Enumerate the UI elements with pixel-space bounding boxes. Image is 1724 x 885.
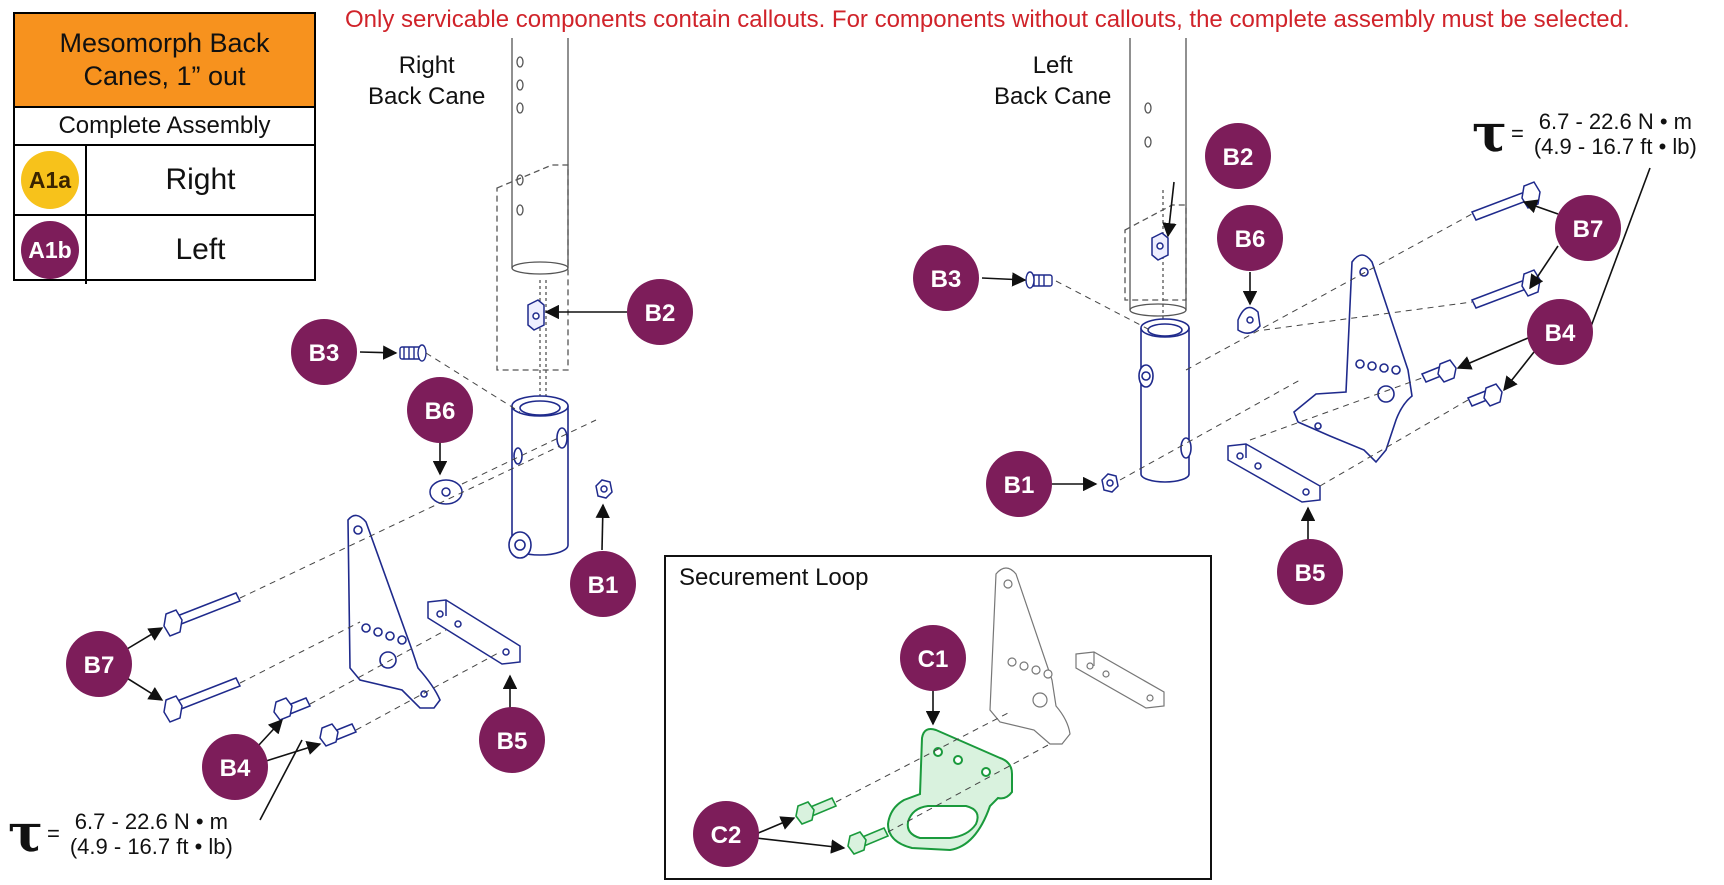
torque-metric: 6.7 - 22.6 N • m [74,809,228,834]
svg-text:B3: B3 [309,340,340,367]
svg-text:B4: B4 [220,755,251,782]
callout-b6: B6 [1217,205,1283,271]
leader-lines [121,167,1651,854]
spacer-b6-right [429,479,463,505]
callout-b5: B5 [1277,539,1343,605]
callout-b2: B2 [627,279,693,345]
assembly-legend: Mesomorph Back Canes, 1” out Complete As… [13,12,316,284]
screw-b3-right [399,344,427,362]
svg-text:B2: B2 [645,300,676,327]
securement-loop-c1 [886,728,1013,852]
cane-tube-left [1138,318,1192,483]
callout-b7: B7 [66,631,132,697]
left-back-cane-title: Left Back Cane [994,52,1112,110]
legend-row-label: Left [175,233,226,266]
legend-row-label: Right [165,163,236,196]
left-view-dash-lines [1055,213,1473,487]
slide-bar-b5-left [1227,443,1321,503]
callout-b6: B6 [407,377,473,443]
svg-text:C1: C1 [918,646,949,673]
callout-b4: B4 [202,734,268,800]
callout-b3: B3 [291,319,357,385]
svg-text:B5: B5 [1295,560,1326,587]
svg-text:B1: B1 [1004,472,1035,499]
svg-text:B2: B2 [1223,144,1254,171]
screw-c2 [795,796,890,855]
nut-b1-right [595,479,613,499]
svg-text:B7: B7 [84,652,115,679]
svg-text:B6: B6 [425,398,456,425]
callout-a1a: A1a [21,151,79,209]
bolt-b4-left [1420,359,1503,407]
callout-bubbles: B2 B3 B6 B1 B5 B7 B4 B2 B3 B6 B1 B5 B7 B… [66,123,1621,867]
callout-a1b: A1b [21,221,79,279]
spacer-b6-left [1237,306,1261,334]
legend-subtitle: Complete Assembly [15,108,314,146]
securement-loop-inset: Securement Loop [664,555,1212,880]
right-cane-upper [496,38,569,400]
svg-text:B3: B3 [931,266,962,293]
callout-b5: B5 [479,707,545,773]
torque-metric: 6.7 - 22.6 N • m [1538,109,1692,134]
inset-title: Securement Loop [679,564,869,591]
torque-symbol: τ [1472,103,1507,164]
cane-tube-right [508,395,569,559]
legend-row-right: A1a Right [15,146,314,214]
bolt-b7-right [163,592,242,723]
inset-dash-lines [835,711,1051,833]
callout-b4: B4 [1527,299,1593,365]
inset-bracket-ghost [989,567,1165,745]
callout-b1: B1 [986,451,1052,517]
cane-clamp-nut-right [527,299,545,331]
svg-text:B5: B5 [497,728,528,755]
callout-b3: B3 [913,245,979,311]
svg-text:B7: B7 [1573,216,1604,243]
callout-c1: C1 [900,625,966,691]
legend-row-left: A1b Left [15,214,314,284]
bolt-b4-right [273,697,358,747]
callout-b2: B2 [1205,123,1271,189]
torque-spec-right: τ = 6.7 - 22.6 N • m (4.9 - 16.7 ft • lb… [1472,103,1697,164]
left-cane-upper [1124,38,1187,330]
svg-text:B6: B6 [1235,226,1266,253]
bracket-left [1293,254,1413,464]
svg-text:B1: B1 [588,572,619,599]
slide-bar-b5-right [427,599,521,665]
screw-b3-left [1025,271,1053,289]
nut-b1-left [1101,473,1119,493]
svg-text:C2: C2 [711,822,742,849]
legend-title: Mesomorph Back Canes, 1” out [15,14,314,108]
callout-b1: B1 [570,551,636,617]
torque-symbol: τ [8,803,43,864]
notice-text: Only servicable components contain callo… [345,6,1630,33]
torque-imperial: (4.9 - 16.7 ft • lb) [69,834,233,859]
torque-imperial: (4.9 - 16.7 ft • lb) [1533,134,1697,159]
bracket-right [347,514,441,709]
right-back-cane-title: Right Back Cane [368,52,486,110]
callout-b7: B7 [1555,195,1621,261]
bolt-b7-left [1470,181,1541,309]
callout-c2: C2 [693,801,759,867]
svg-text:B4: B4 [1545,320,1576,347]
torque-spec-left: τ = 6.7 - 22.6 N • m (4.9 - 16.7 ft • lb… [8,803,233,864]
right-view-dash-lines [239,352,597,731]
cane-clamp-nut-left [1151,232,1169,261]
